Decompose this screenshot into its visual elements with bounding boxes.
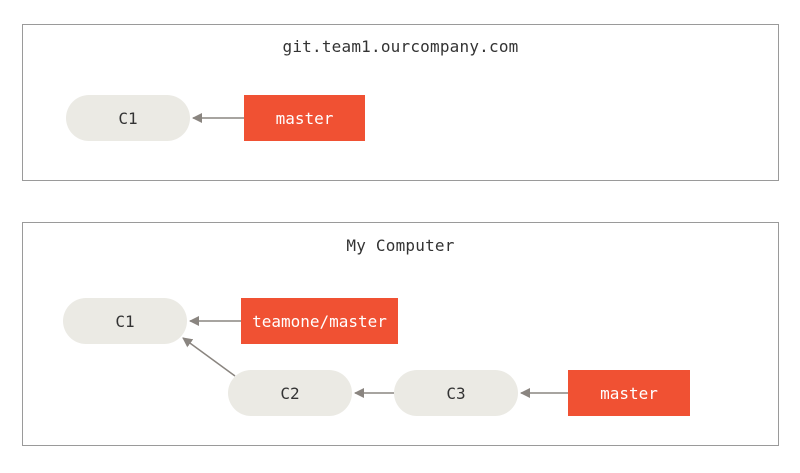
local-branch-master: master xyxy=(568,370,690,416)
local-commit-c1: C1 xyxy=(63,298,187,344)
local-commit-c2: C2 xyxy=(228,370,352,416)
local-branch-teamone-master: teamone/master xyxy=(241,298,398,344)
remote-branch-master: master xyxy=(244,95,365,141)
local-commit-c3: C3 xyxy=(394,370,518,416)
remote-commit-c1: C1 xyxy=(66,95,190,141)
remote-server-title: git.team1.ourcompany.com xyxy=(282,37,519,56)
local-computer-title: My Computer xyxy=(346,236,455,255)
